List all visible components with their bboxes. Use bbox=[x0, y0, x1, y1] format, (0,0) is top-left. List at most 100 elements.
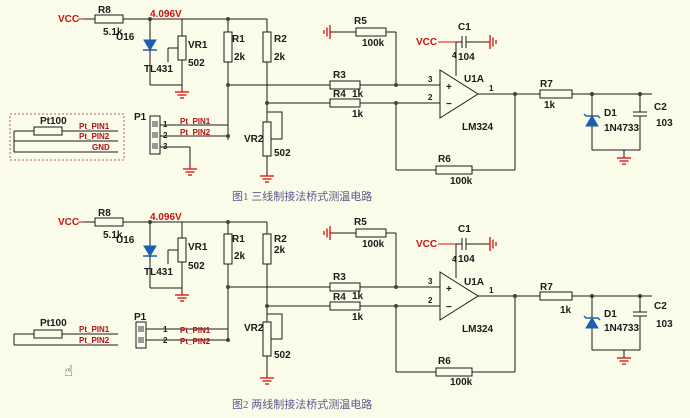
resistor-r1 bbox=[223, 31, 233, 63]
ground-icon bbox=[617, 156, 631, 165]
r7-ref: R7 bbox=[540, 79, 553, 90]
c1-ref: C1 bbox=[458, 224, 471, 235]
r1-value: 2k bbox=[234, 52, 246, 63]
ground-icon bbox=[486, 35, 497, 49]
potentiometer-vr2 bbox=[262, 121, 272, 157]
pt100-label: Pt100 bbox=[40, 318, 67, 329]
opamp-plus-sign: + bbox=[446, 82, 452, 93]
zener-diode-icon bbox=[585, 115, 599, 127]
vcc-label: VCC bbox=[58, 14, 79, 25]
resistor-r3 bbox=[329, 80, 361, 90]
opamp-pin-supply: 4 bbox=[452, 255, 457, 264]
r4-value: 1k bbox=[352, 109, 364, 120]
u16-ref: U16 bbox=[116, 235, 135, 246]
r8-ref: R8 bbox=[98, 5, 111, 16]
hand-pointer-icon: ☝ bbox=[64, 362, 73, 380]
pt100-resistor bbox=[33, 329, 63, 339]
resistor-r3 bbox=[329, 282, 361, 292]
resistor-r7 bbox=[539, 291, 573, 301]
opamp-pin-plus: 3 bbox=[428, 277, 433, 286]
ground-icon bbox=[617, 356, 631, 365]
net-label-pt-pin1: Pt_PIN1 bbox=[180, 326, 211, 335]
opamp-pin-minus: 2 bbox=[428, 93, 433, 102]
connector-p1 bbox=[135, 321, 147, 349]
figure-2-caption: 图2 两线制接法桥式测温电路 bbox=[232, 397, 372, 411]
c2-value: 103 bbox=[656, 118, 673, 129]
c2-value: 103 bbox=[656, 319, 673, 330]
r8-ref: R8 bbox=[98, 208, 111, 219]
reference-voltage-label: 4.096V bbox=[150, 9, 182, 20]
pt100-resistor bbox=[33, 126, 63, 136]
r8-value: 5.1k bbox=[103, 27, 123, 38]
resistor-r4 bbox=[329, 301, 361, 311]
vr2-value: 502 bbox=[274, 350, 291, 361]
vr1-ref: VR1 bbox=[188, 40, 208, 51]
c2-ref: C2 bbox=[654, 301, 667, 312]
potentiometer-vr2 bbox=[262, 321, 272, 357]
reference-voltage-label: 4.096V bbox=[150, 212, 182, 223]
c1-value: 104 bbox=[458, 52, 475, 63]
r4-value: 1k bbox=[352, 312, 364, 323]
sensor-gnd-label: GND bbox=[92, 143, 110, 152]
resistor-r5 bbox=[355, 228, 387, 238]
c1-value: 104 bbox=[458, 254, 475, 265]
opamp-pin-plus: 3 bbox=[428, 75, 433, 84]
figure-2-two-wire-circuit: VCC R8 5.1k 4.096V U16 TL431 VR1 502 bbox=[13, 208, 673, 411]
c2-ref: C2 bbox=[654, 102, 667, 113]
u1-part: LM324 bbox=[462, 324, 494, 335]
ground-icon bbox=[260, 172, 274, 183]
r1-ref: R1 bbox=[232, 34, 245, 45]
vr2-ref: VR2 bbox=[244, 134, 264, 145]
r5-value: 100k bbox=[362, 38, 385, 49]
resistor-r2 bbox=[262, 233, 272, 265]
r6-value: 100k bbox=[450, 176, 473, 187]
vcc-label: VCC bbox=[416, 37, 437, 48]
u1-part: LM324 bbox=[462, 122, 494, 133]
opamp-pin-out: 1 bbox=[489, 84, 494, 93]
resistor-r8 bbox=[94, 217, 124, 227]
resistor-r4 bbox=[329, 98, 361, 108]
ground-icon bbox=[175, 291, 189, 302]
pt100-sensor-two-wire: Pt100 Pt_PIN1 Pt_PIN2 bbox=[13, 318, 118, 346]
r6-value: 100k bbox=[450, 377, 473, 388]
resistor-r8 bbox=[94, 14, 124, 24]
opamp-u1a bbox=[439, 271, 479, 321]
d1-part: 1N4733 bbox=[604, 123, 639, 134]
sensor-pin2-label: Pt_PIN2 bbox=[79, 336, 110, 345]
r3-ref: R3 bbox=[333, 272, 346, 283]
zener-diode-icon bbox=[585, 317, 599, 329]
d1-part: 1N4733 bbox=[604, 323, 639, 334]
r3-value: 1k bbox=[352, 291, 364, 302]
r7-value: 1k bbox=[560, 305, 572, 316]
r5-ref: R5 bbox=[354, 217, 367, 228]
r6-ref: R6 bbox=[438, 356, 451, 367]
r2-value: 2k bbox=[274, 245, 286, 256]
sensor-pin1-label: Pt_PIN1 bbox=[79, 325, 110, 334]
resistor-r5 bbox=[355, 27, 387, 37]
d1-ref: D1 bbox=[604, 309, 617, 320]
ground-icon bbox=[183, 165, 197, 176]
resistor-r1 bbox=[223, 233, 233, 265]
r2-ref: R2 bbox=[274, 34, 287, 45]
opamp-pin-minus: 2 bbox=[428, 296, 433, 305]
r3-value: 1k bbox=[352, 89, 364, 100]
opamp-plus-sign: + bbox=[446, 284, 452, 295]
r1-value: 2k bbox=[234, 251, 246, 262]
tl431-icon bbox=[143, 245, 157, 257]
vr1-value: 502 bbox=[188, 261, 205, 272]
pt100-sensor-three-wire: Pt100 Pt_PIN1 Pt_PIN2 GND bbox=[9, 113, 125, 161]
resistor-r2 bbox=[262, 31, 272, 63]
r4-ref: R4 bbox=[333, 292, 346, 303]
opamp-minus-sign: − bbox=[446, 302, 452, 313]
u16-part: TL431 bbox=[144, 64, 173, 75]
potentiometer-vr1 bbox=[177, 35, 187, 61]
r7-ref: R7 bbox=[540, 282, 553, 293]
d1-ref: D1 bbox=[604, 108, 617, 119]
u16-ref: U16 bbox=[116, 32, 135, 43]
resistor-r6 bbox=[435, 367, 473, 377]
opamp-pin-out: 1 bbox=[489, 286, 494, 295]
r2-value: 2k bbox=[274, 52, 286, 63]
vcc-label: VCC bbox=[58, 217, 79, 228]
r5-ref: R5 bbox=[354, 16, 367, 27]
